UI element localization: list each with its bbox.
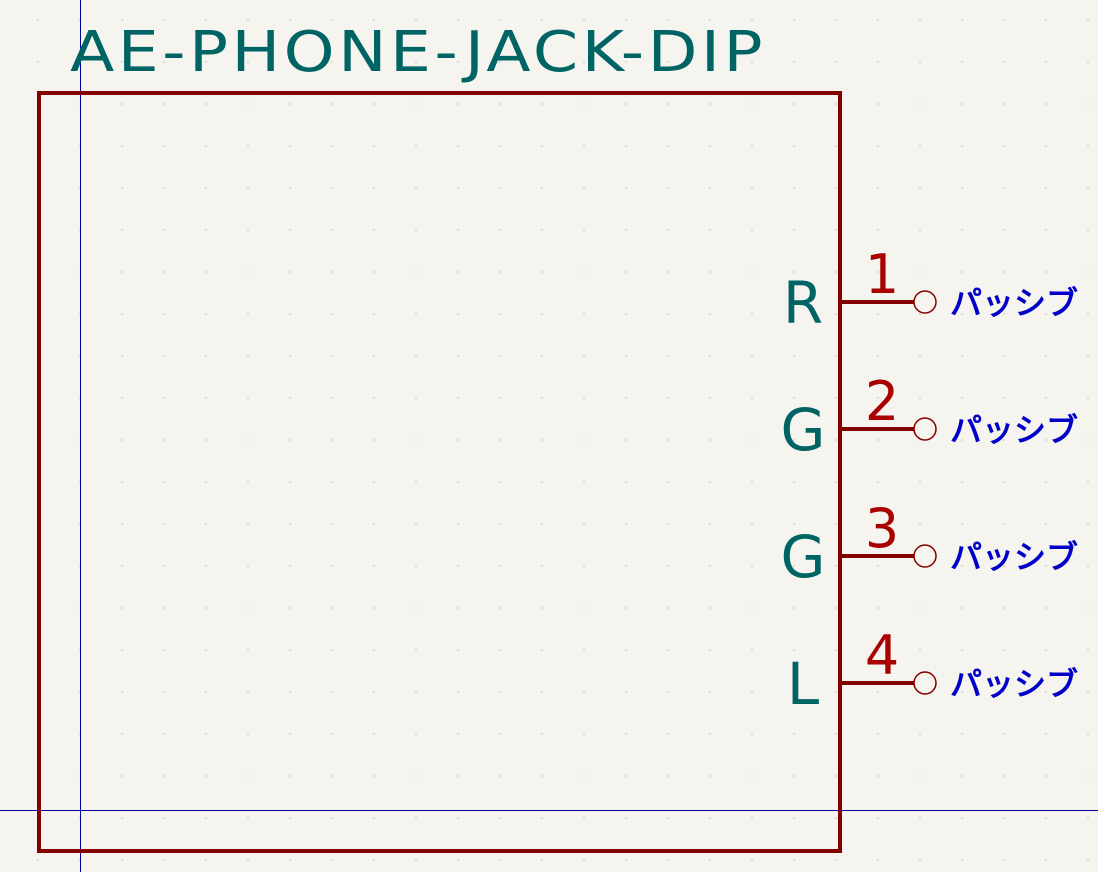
- pin-number: 3: [865, 497, 899, 560]
- pin-1[interactable]: 1R パッシブ: [783, 243, 1078, 337]
- symbol-body[interactable]: [37, 91, 842, 853]
- pin-number: 2: [865, 370, 899, 433]
- pin-4[interactable]: 4L パッシブ: [787, 624, 1078, 718]
- pin-name: G: [781, 523, 826, 591]
- pin-electrical-type: パッシブ: [950, 538, 1078, 576]
- symbol-name[interactable]: AE-PHONE-JACK-DIP: [70, 20, 766, 85]
- pin-number: 1: [865, 243, 899, 306]
- pin-name: G: [781, 396, 826, 464]
- pin-connection-point: [913, 290, 937, 314]
- pin-2[interactable]: 2G パッシブ: [781, 370, 1078, 464]
- pin-connection-point: [913, 417, 937, 441]
- pin-electrical-type: パッシブ: [950, 665, 1078, 703]
- pin-electrical-type: パッシブ: [950, 284, 1078, 322]
- pin-connection-point: [913, 671, 937, 695]
- pin-3[interactable]: 3G パッシブ: [781, 497, 1078, 591]
- pin-electrical-type: パッシブ: [950, 411, 1078, 449]
- pin-name: R: [783, 269, 823, 337]
- pin-connection-point: [913, 544, 937, 568]
- pin-number: 4: [865, 624, 899, 687]
- pin-name: L: [787, 650, 819, 718]
